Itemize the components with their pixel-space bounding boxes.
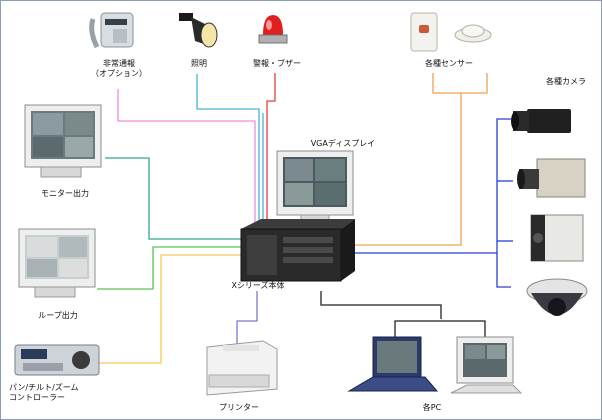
light-icon [179, 13, 218, 48]
line-light [196, 74, 260, 223]
light-label: 照明 [191, 59, 207, 68]
loop-output-icon [18, 228, 96, 298]
line-monitor [105, 157, 241, 240]
loop-label: ループ出力 [38, 311, 78, 320]
line-loop [97, 246, 241, 290]
line-alarm [266, 73, 276, 223]
printer-label: プリンター [219, 403, 259, 412]
phone-icon [89, 12, 134, 49]
monitor-output-icon [24, 104, 102, 178]
laptop-icon [347, 336, 439, 392]
line-pc [320, 291, 442, 319]
cameras-label: 各種カメラ [546, 77, 586, 86]
main-unit-icon [240, 219, 355, 282]
alarm-label: 警報・ブザー [253, 59, 301, 68]
controller-label: パン/チルト/ズーム コントローラー [9, 383, 79, 402]
monitor-label: モニター出力 [41, 189, 89, 198]
printer-icon [206, 340, 278, 396]
line-camera-bus [496, 118, 511, 288]
camera-2-icon [517, 158, 586, 198]
main-unit-label: Xシリーズ本体 [231, 281, 285, 290]
line-sensor [432, 73, 488, 94]
vga-label: VGAディスプレイ [310, 139, 376, 148]
line-printer [236, 291, 258, 346]
vga-display-icon [276, 150, 354, 226]
alarm-icon [258, 15, 288, 44]
desktop-pc-icon [450, 336, 523, 394]
line-phone [117, 89, 256, 223]
line-controller [99, 254, 241, 364]
camera-1-icon [511, 109, 571, 133]
sensor-icon [410, 12, 492, 52]
line-sensor-2 [353, 93, 462, 246]
line-pc-branch [394, 320, 486, 337]
camera-3-icon [530, 214, 584, 262]
pc-label: 各PC [422, 403, 442, 412]
camera-4-icon [526, 278, 588, 316]
sensor-label: 各種センサー [425, 59, 473, 68]
controller-icon [14, 344, 100, 376]
phone-label: 非常通報 （オプション） [91, 59, 147, 78]
